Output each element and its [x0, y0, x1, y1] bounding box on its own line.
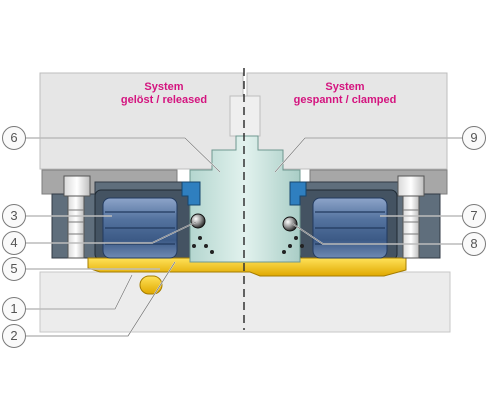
header-right-line2: gespannt / clamped — [293, 94, 397, 106]
callout-1: 1 — [2, 297, 26, 321]
upper-plate-left — [39, 72, 244, 170]
ball-right — [282, 216, 298, 232]
clamping-pin — [189, 95, 301, 263]
callout-7: 7 — [462, 204, 486, 228]
bolt-right — [397, 175, 425, 259]
spring-right — [282, 236, 304, 254]
piston-right — [312, 197, 388, 259]
callout-9: 9 — [462, 126, 486, 150]
header-left-line1: System — [144, 81, 184, 93]
callout-8: 8 — [462, 232, 486, 256]
piston-left — [102, 197, 178, 259]
header-right-line1: System — [325, 81, 365, 93]
callout-4: 4 — [2, 231, 26, 255]
ball-left — [190, 213, 206, 229]
header-left-line2: gelöst / released — [120, 94, 208, 106]
callout-5: 5 — [2, 257, 26, 281]
callout-6: 6 — [2, 126, 26, 150]
callout-3: 3 — [2, 204, 26, 228]
seal-right — [289, 181, 307, 206]
callout-2: 2 — [2, 324, 26, 348]
spring-left — [192, 236, 214, 254]
seal-left — [181, 181, 201, 206]
header-left: System gelöst / released — [100, 81, 228, 107]
base-plate — [39, 271, 451, 333]
header-right: System gespannt / clamped — [275, 81, 415, 107]
